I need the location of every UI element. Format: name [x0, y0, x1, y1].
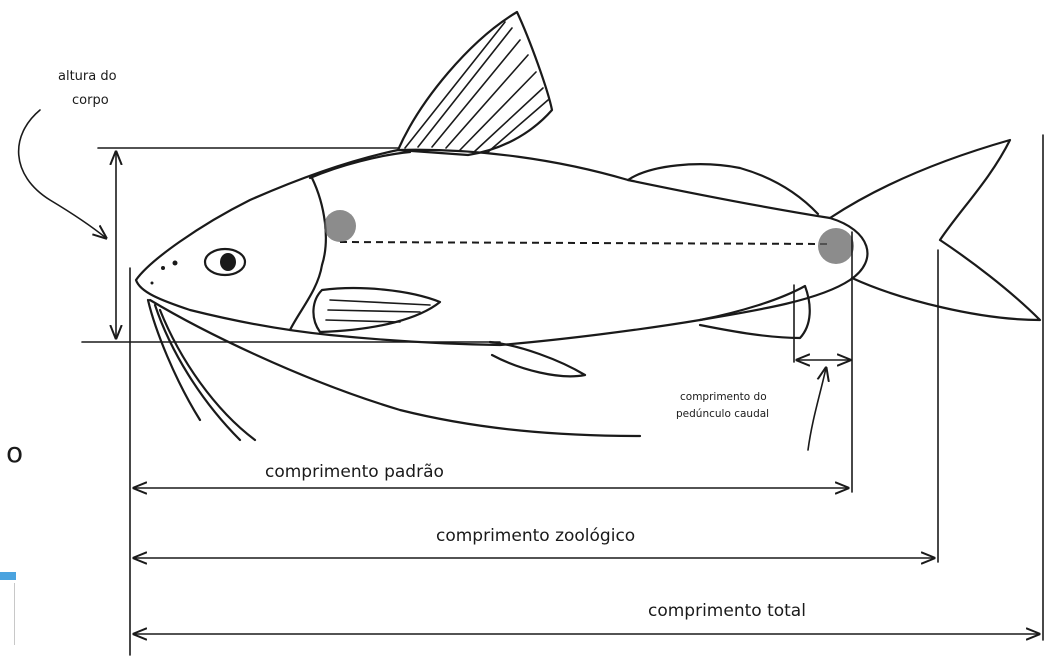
standard-length-label: comprimento padrão [265, 462, 444, 482]
barbel-3 [160, 310, 255, 440]
total-length-label: comprimento total [648, 601, 806, 621]
body-height-callout-arrow [19, 110, 106, 238]
barbel-1 [150, 300, 640, 436]
nostril-3 [151, 282, 154, 285]
gill-cover [290, 178, 326, 330]
caudal-spot [818, 228, 854, 264]
body-height-label-line1: altura do [58, 69, 117, 84]
peduncle-callout-arrow [808, 368, 826, 450]
pectoral-fin-rays [326, 300, 430, 322]
shoulder-spot [324, 210, 356, 242]
body-outline [136, 150, 867, 345]
peduncle-label-line1: comprimento do [680, 391, 767, 403]
body-height-label-line2: corpo [72, 93, 109, 108]
edge-text-fragment: o [6, 436, 23, 469]
pelvic-fin [490, 342, 585, 376]
nostril-2 [161, 266, 165, 270]
nostril-1 [173, 261, 178, 266]
eye-pupil [220, 253, 236, 271]
measurement-guides [19, 110, 1043, 655]
fish-drawing [136, 12, 1040, 440]
head-shield [310, 152, 410, 178]
caudal-fin [830, 140, 1040, 320]
zoological-length-label: comprimento zoológico [436, 526, 635, 546]
lateral-line [340, 242, 830, 244]
barbel-4 [148, 300, 200, 420]
adipose-fin [628, 164, 818, 214]
peduncle-label-line2: pedúnculo caudal [676, 408, 769, 420]
